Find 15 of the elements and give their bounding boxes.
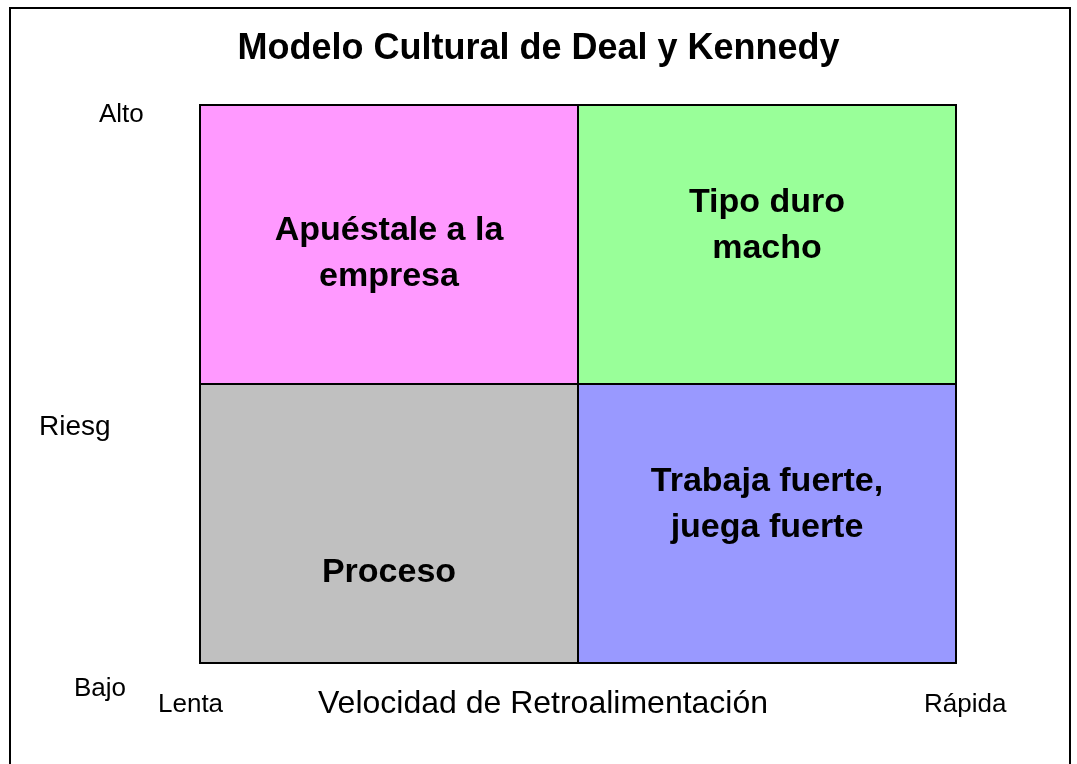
axis-label: Bajo <box>74 672 127 703</box>
quadrant-box <box>199 104 579 385</box>
axis-label: Velocidad de Retroalimentación <box>318 684 769 721</box>
axis-label: Riesg <box>39 410 111 442</box>
axis-label: Lenta <box>158 688 224 719</box>
quadrant-box <box>577 104 957 385</box>
title: Modelo Cultural de Deal y Kennedy <box>236 26 841 68</box>
quadrant-label: Apuéstale a la empresa <box>273 208 505 295</box>
quadrant-box <box>577 383 957 664</box>
quadrant-label: Tipo duro macho <box>687 180 847 267</box>
axis-label: Rápida <box>924 688 1007 719</box>
quadrant-box <box>199 383 579 664</box>
axis-label: Alto <box>99 98 144 129</box>
quadrant-label: Trabaja fuerte, juega fuerte <box>649 459 885 546</box>
quadrant-label: Proceso <box>321 550 457 592</box>
